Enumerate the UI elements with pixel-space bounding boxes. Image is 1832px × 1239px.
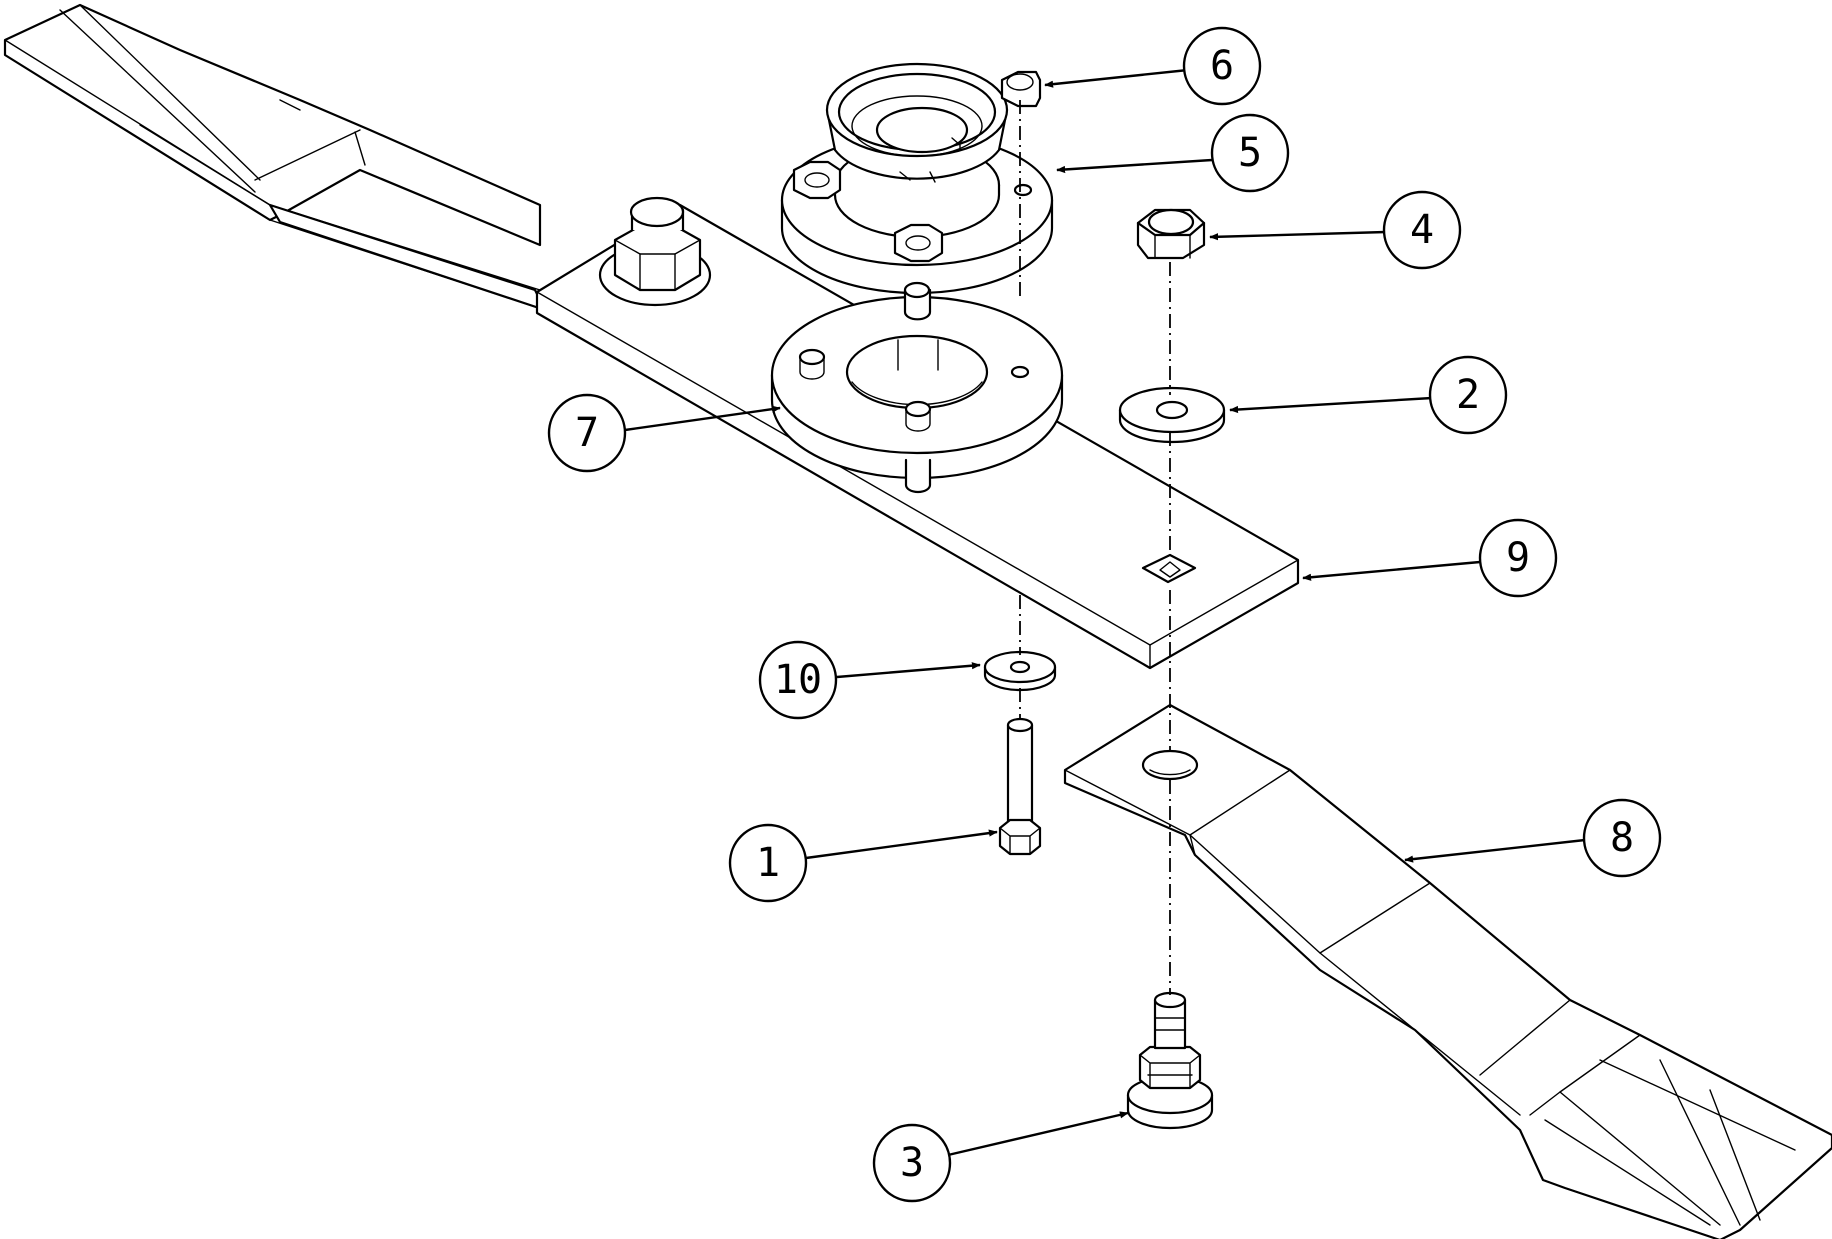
svg-text:3: 3 — [900, 1140, 924, 1186]
svg-text:1: 1 — [756, 840, 780, 886]
callout-6: 6 — [1182, 26, 1262, 106]
callout-2: 2 — [1428, 355, 1508, 435]
svg-text:9: 9 — [1506, 535, 1530, 581]
callout-1: 1 — [728, 823, 808, 903]
svg-text:2: 2 — [1456, 372, 1480, 418]
svg-text:10: 10 — [774, 657, 822, 703]
callout-10: 10 — [758, 640, 838, 720]
svg-text:4: 4 — [1410, 207, 1434, 253]
upper-blade — [3, 3, 547, 312]
callout-3: 3 — [872, 1123, 952, 1203]
lower-blade-part-8 — [1063, 703, 1832, 1239]
bearing-cup — [825, 62, 1009, 183]
callout-5: 5 — [1210, 113, 1290, 193]
bar-left-nut — [598, 196, 712, 307]
svg-text:6: 6 — [1210, 43, 1234, 89]
washer-part-10 — [983, 650, 1057, 692]
callout-8: 8 — [1582, 798, 1662, 878]
washer-part-2 — [1118, 386, 1226, 444]
svg-text:5: 5 — [1238, 130, 1262, 176]
callout-4: 4 — [1382, 190, 1462, 270]
callout-7: 7 — [547, 393, 627, 473]
nut-part-6 — [1000, 70, 1042, 108]
svg-text:7: 7 — [575, 410, 599, 456]
bolt-part-1 — [998, 717, 1042, 856]
callout-9: 9 — [1478, 518, 1558, 598]
svg-text:8: 8 — [1610, 815, 1634, 861]
hub-part-7 — [770, 295, 1064, 494]
center-lines — [1019, 100, 1171, 995]
spindle-bolt-part-3 — [1126, 991, 1214, 1130]
nut-part-4 — [1136, 208, 1206, 260]
leader-lines — [624, 68, 1586, 1157]
